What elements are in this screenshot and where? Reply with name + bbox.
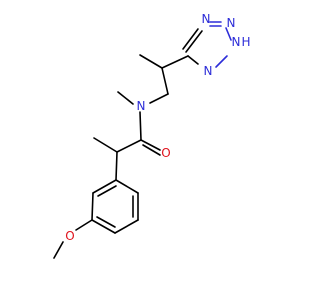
bond-n3-n2-tetrazole	[225, 27, 232, 41]
benzene-ring	[91, 179, 139, 234]
bond-carbonyl-c-o	[140, 139, 161, 151]
bond-n4-n3-tetrazole	[215, 55, 228, 68]
amide-group	[93, 91, 161, 181]
atom-label-n-tetrazole-nh: N	[232, 35, 241, 49]
atom-label-n-amide: N	[137, 99, 146, 113]
bond-ring-6-1-double	[97, 185, 117, 197]
molecule-structure: N N N H N N O O	[53, 12, 251, 259]
atom-label-o-carbonyl: O	[161, 146, 170, 160]
bond-c5-chain	[161, 55, 189, 69]
bond-ring-3-4	[114, 219, 139, 234]
bond-methyl-upper	[139, 54, 163, 69]
molecule-diagram: N N N H N N O O	[53, 12, 251, 259]
bond-carbonyl-alpha	[116, 139, 142, 153]
bond-ring-4-5-double	[96, 216, 116, 228]
methoxy-group	[53, 219, 93, 259]
bond-ring-5-6	[91, 192, 94, 221]
atom-label-n-tetrazole-2: N	[227, 16, 236, 30]
bond-ring-methoxy-o	[75, 219, 93, 231]
bond-ring-1-2	[115, 179, 139, 194]
bond-ring-4-5	[91, 219, 116, 234]
atom-label-n-tetrazole-4: N	[204, 64, 213, 78]
atom-label-o-methoxy: O	[65, 229, 74, 243]
bond-n-methyl	[117, 91, 134, 105]
bond-n1-c5-tetrazole-double	[182, 28, 199, 50]
bond-ring-6-1	[92, 179, 117, 194]
tetrazole-ring	[182, 21, 232, 68]
bond-chain-ch2	[161, 67, 169, 95]
bond-ch2-amide-n	[149, 93, 169, 104]
bond-c5-n4-tetrazole	[187, 55, 199, 65]
bond-carbonyl-c-o-double	[142, 144, 161, 156]
atom-label-h-tetrazole: H	[241, 35, 250, 49]
bond-n1-c5-tetrazole	[185, 30, 203, 53]
bond-alpha-methyl	[93, 137, 118, 153]
bond-alpha-ring	[115, 151, 118, 181]
propyl-linker	[139, 54, 189, 104]
atom-label-n-tetrazole-1: N	[202, 12, 211, 26]
bond-n-carbonyl-c	[139, 111, 142, 141]
bond-methoxy-ch3	[53, 241, 64, 259]
